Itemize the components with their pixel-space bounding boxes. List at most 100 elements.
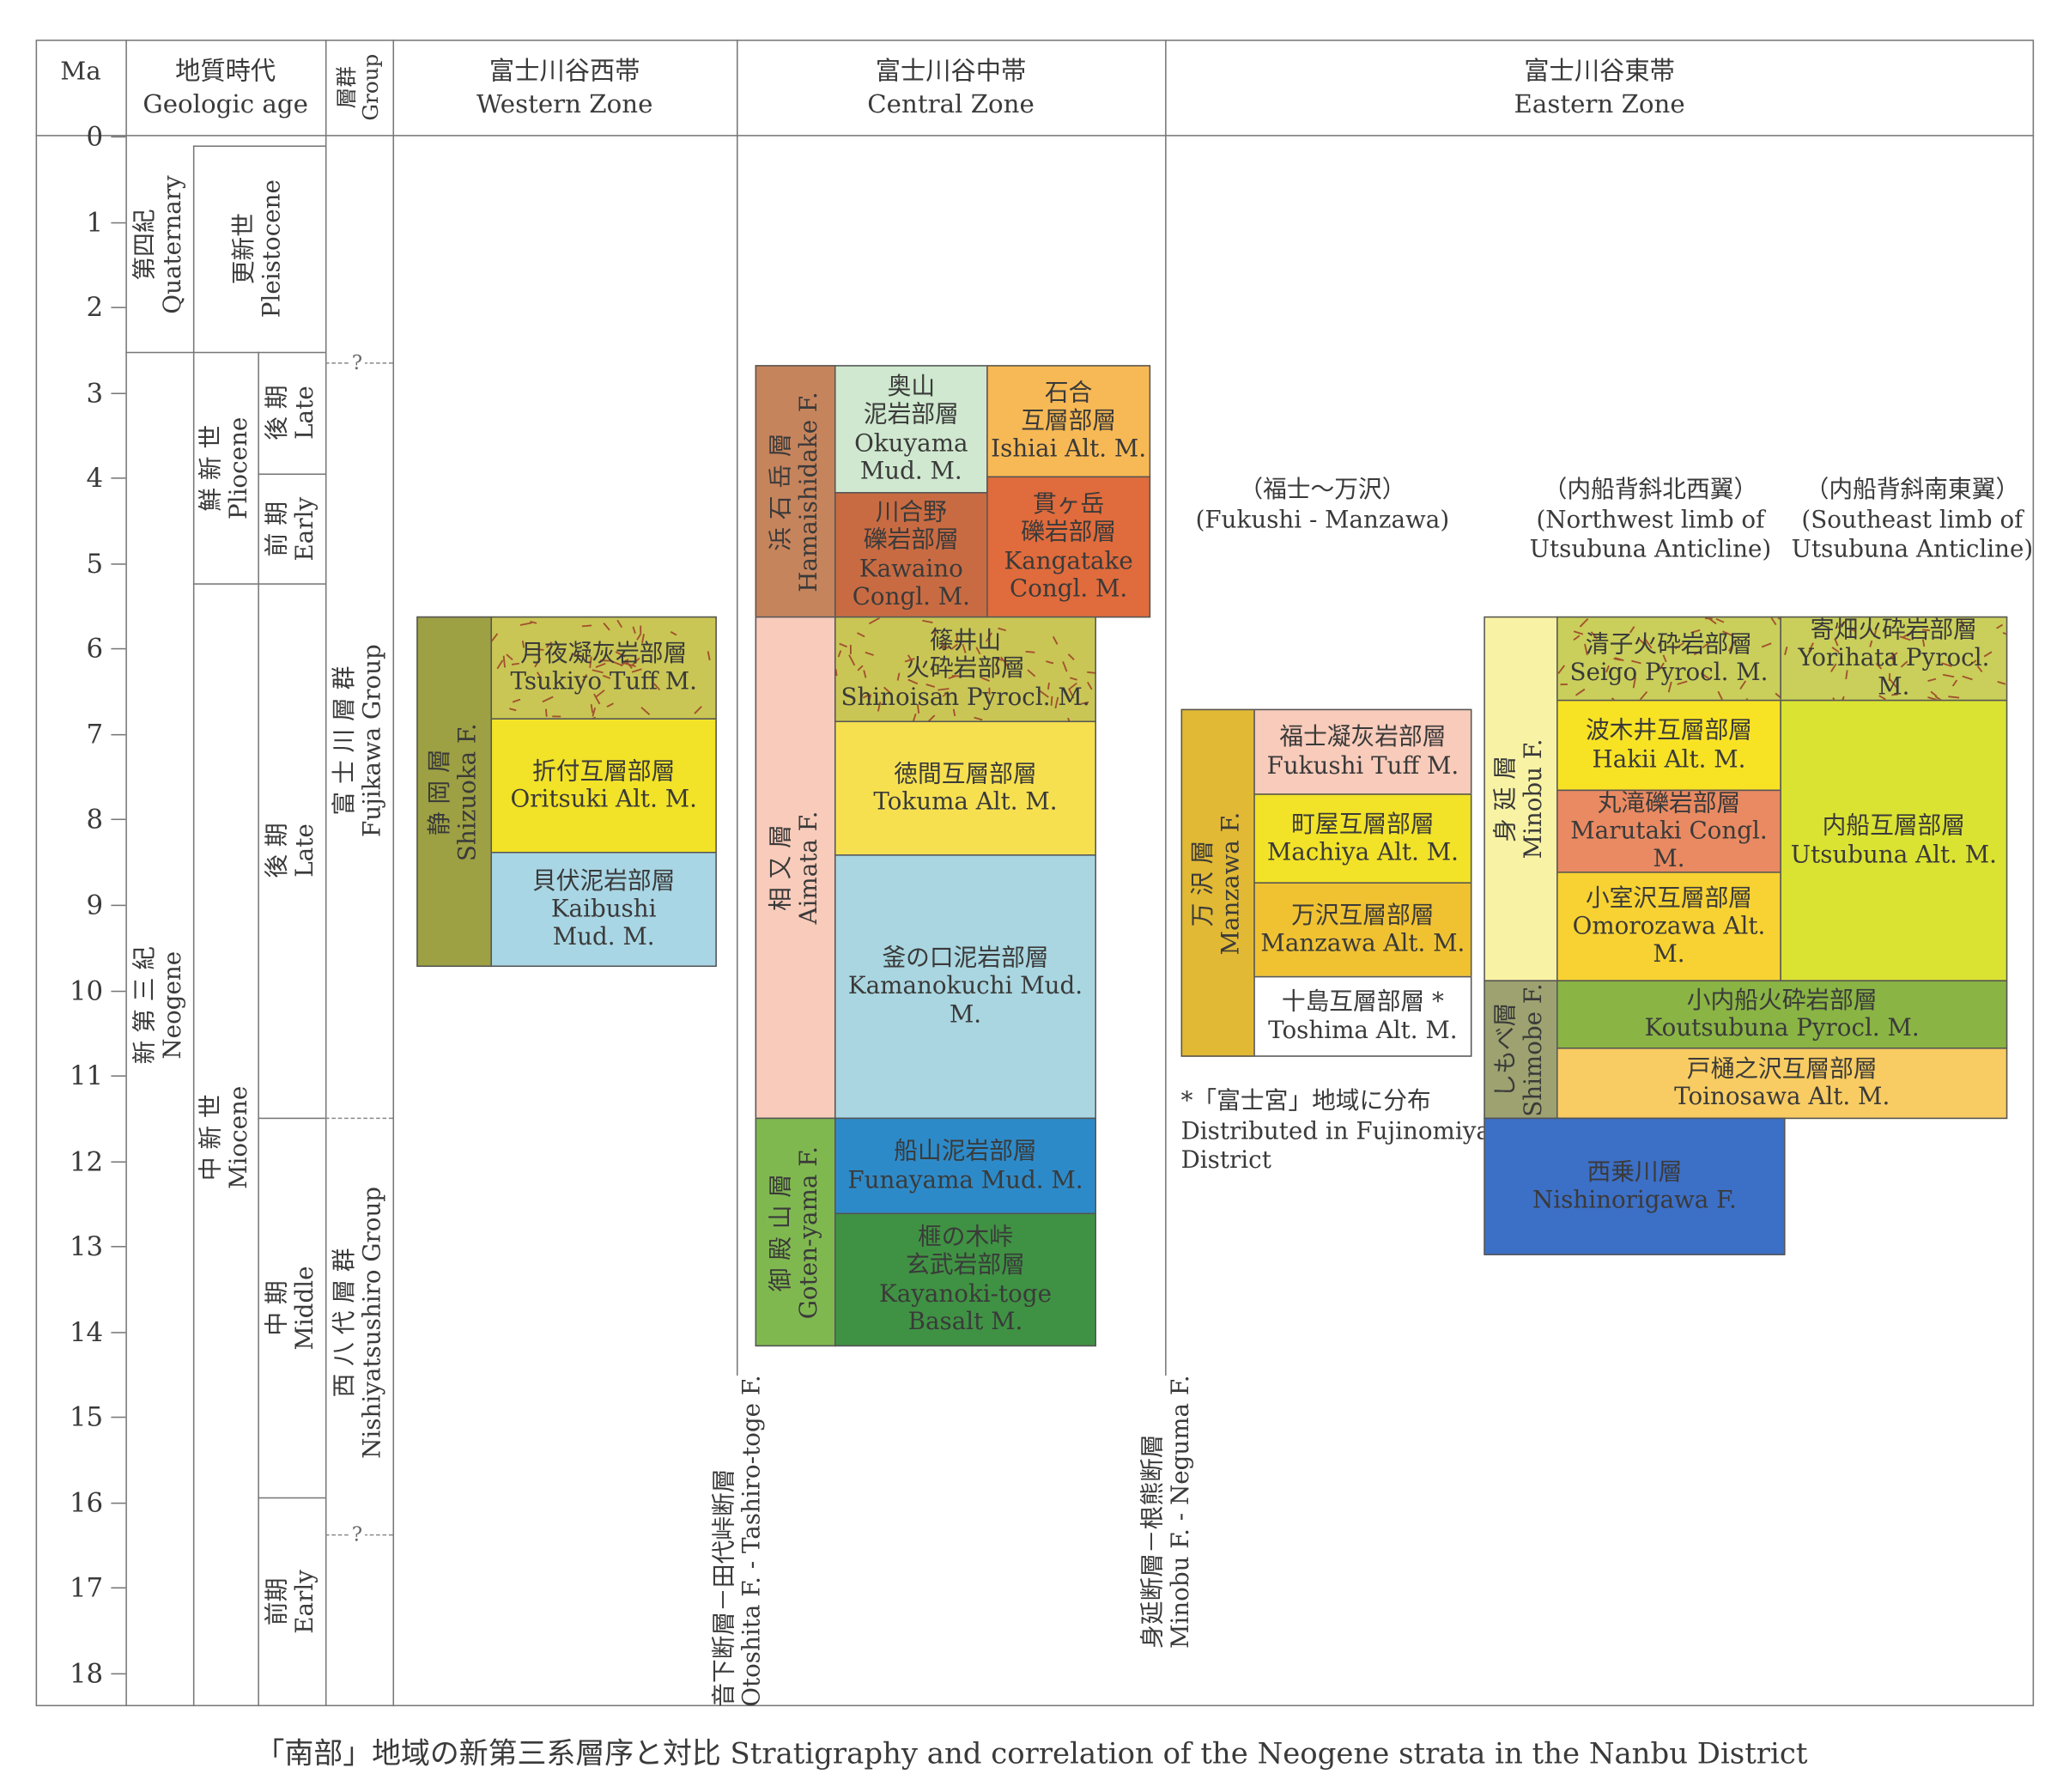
label-en: (Southeast limb of Utsubuna Anticline) bbox=[1791, 506, 2034, 564]
label-ja: 折付互層部層 bbox=[532, 757, 676, 786]
tuff-dash bbox=[839, 642, 847, 648]
tuff-dash bbox=[1899, 635, 1911, 641]
ma-tick-mark bbox=[111, 307, 126, 309]
tuff-dash bbox=[1900, 660, 1908, 668]
label-en: Early bbox=[290, 496, 319, 561]
label-ja: 第四紀 bbox=[130, 208, 159, 280]
tuff-dash bbox=[589, 656, 592, 668]
tuff-dash bbox=[546, 641, 553, 648]
tuff-dash bbox=[631, 657, 640, 666]
ma-tick-label: 1 bbox=[86, 205, 104, 238]
label-ja: 石合 互層部層 bbox=[1021, 379, 1117, 435]
tuff-dash bbox=[1830, 663, 1837, 672]
tuff-dash bbox=[1662, 654, 1667, 663]
tuff-dash bbox=[1693, 650, 1701, 656]
tuff-dash bbox=[835, 669, 838, 677]
tuff-dash bbox=[1659, 662, 1665, 670]
ma-tick-mark bbox=[111, 648, 126, 650]
tuff-dash bbox=[1629, 626, 1635, 634]
ma-tick-mark bbox=[111, 562, 126, 565]
tuff-dash bbox=[1717, 690, 1724, 700]
column-divider bbox=[1165, 39, 1167, 1376]
tuff-dash bbox=[1948, 696, 1960, 699]
label-ja: 船山泥岩部層 bbox=[894, 1138, 1037, 1166]
ma-tick-label: 12 bbox=[69, 1145, 104, 1177]
tuff-dash bbox=[542, 696, 554, 703]
tuff-dash bbox=[1039, 690, 1049, 698]
label-en: Fukushi Tuff M. bbox=[1266, 751, 1459, 781]
tuff-dash bbox=[1770, 617, 1777, 626]
tuff-dash bbox=[1837, 621, 1846, 629]
tuff-dash bbox=[927, 714, 936, 721]
label-ja: 町屋互層部層 bbox=[1291, 810, 1435, 839]
tuff-dash bbox=[1927, 677, 1937, 683]
label-ja: 後 期 bbox=[263, 385, 291, 440]
tuff-dash bbox=[1996, 623, 2004, 629]
tuff-dash bbox=[1715, 617, 1725, 623]
label-en: Late bbox=[290, 823, 319, 878]
ma-tick-label: 17 bbox=[69, 1571, 104, 1604]
column-divider bbox=[325, 39, 327, 1707]
ma-header: Ma bbox=[36, 56, 126, 88]
header-ja: 層群 bbox=[333, 66, 359, 109]
label-ja: 貝伏泥岩部層 bbox=[532, 866, 676, 896]
tuff-dash bbox=[941, 641, 945, 648]
uncertain-mark: ? bbox=[349, 350, 366, 374]
tuff-dash bbox=[1067, 653, 1075, 660]
ma-tick-mark bbox=[111, 1588, 126, 1589]
label-en: Funayama Mud. M. bbox=[847, 1165, 1083, 1194]
label-ja: 戸樋之沢互層部層 bbox=[1686, 1054, 1878, 1084]
label-en: Yorihata Pyrocl. M. bbox=[1798, 644, 1990, 701]
label-en: Otoshita F. - Tashiro-toge F. bbox=[737, 1375, 766, 1707]
tuff-dash bbox=[1062, 661, 1068, 672]
tuff-dash bbox=[595, 662, 606, 668]
label-en: Pleistocene bbox=[258, 179, 286, 319]
tuff-dash bbox=[1891, 693, 1899, 696]
tuff-dash bbox=[922, 619, 933, 623]
tuff-dash bbox=[670, 630, 677, 636]
tuff-dash bbox=[1983, 651, 1993, 658]
tuff-dash bbox=[1067, 717, 1071, 721]
ma-tick-mark bbox=[111, 477, 126, 479]
tuff-dash bbox=[1831, 647, 1840, 653]
label-en: Toshima Alt. M. bbox=[1268, 1016, 1458, 1045]
label-en: Toinosawa Alt. M. bbox=[1674, 1083, 1890, 1111]
label-ja: 奥山 泥岩部層 bbox=[863, 373, 959, 429]
tuff-dash bbox=[603, 623, 610, 631]
label-en: Kangatake Congl. M. bbox=[1004, 546, 1133, 604]
tuff-dash bbox=[492, 633, 499, 642]
tuff-dash bbox=[848, 654, 856, 666]
label-ja: 波木井互層部層 bbox=[1585, 717, 1753, 745]
tuff-dash bbox=[1639, 690, 1648, 700]
subheader-northwest-limb: （内船背斜北西翼）(Northwest limb of Utsubuna Ant… bbox=[1508, 477, 1793, 566]
tuff-dash bbox=[1848, 627, 1856, 632]
tuff-dash bbox=[591, 716, 597, 719]
tuff-dash bbox=[1068, 688, 1075, 699]
tuff-dash bbox=[1878, 695, 1886, 700]
tuff-dash bbox=[896, 672, 901, 681]
tuff-dash bbox=[1845, 670, 1848, 680]
ma-tick-label: 11 bbox=[69, 1059, 104, 1091]
tuff-dash bbox=[544, 708, 548, 717]
tuff-dash bbox=[1054, 696, 1059, 709]
label-ja: 前 期 bbox=[263, 501, 291, 556]
tuff-dash bbox=[1590, 631, 1599, 640]
tuff-dash bbox=[1069, 677, 1077, 681]
tuff-dash bbox=[707, 651, 711, 661]
label-en: Koutsubuna Pyrocl. M. bbox=[1644, 1014, 1920, 1042]
label-en: Marutaki Congl. M. bbox=[1570, 817, 1768, 873]
tuff-dash bbox=[1677, 680, 1688, 685]
uncertain-mark: ? bbox=[349, 1522, 366, 1546]
label-ja: しもべ層 bbox=[1492, 1001, 1520, 1097]
